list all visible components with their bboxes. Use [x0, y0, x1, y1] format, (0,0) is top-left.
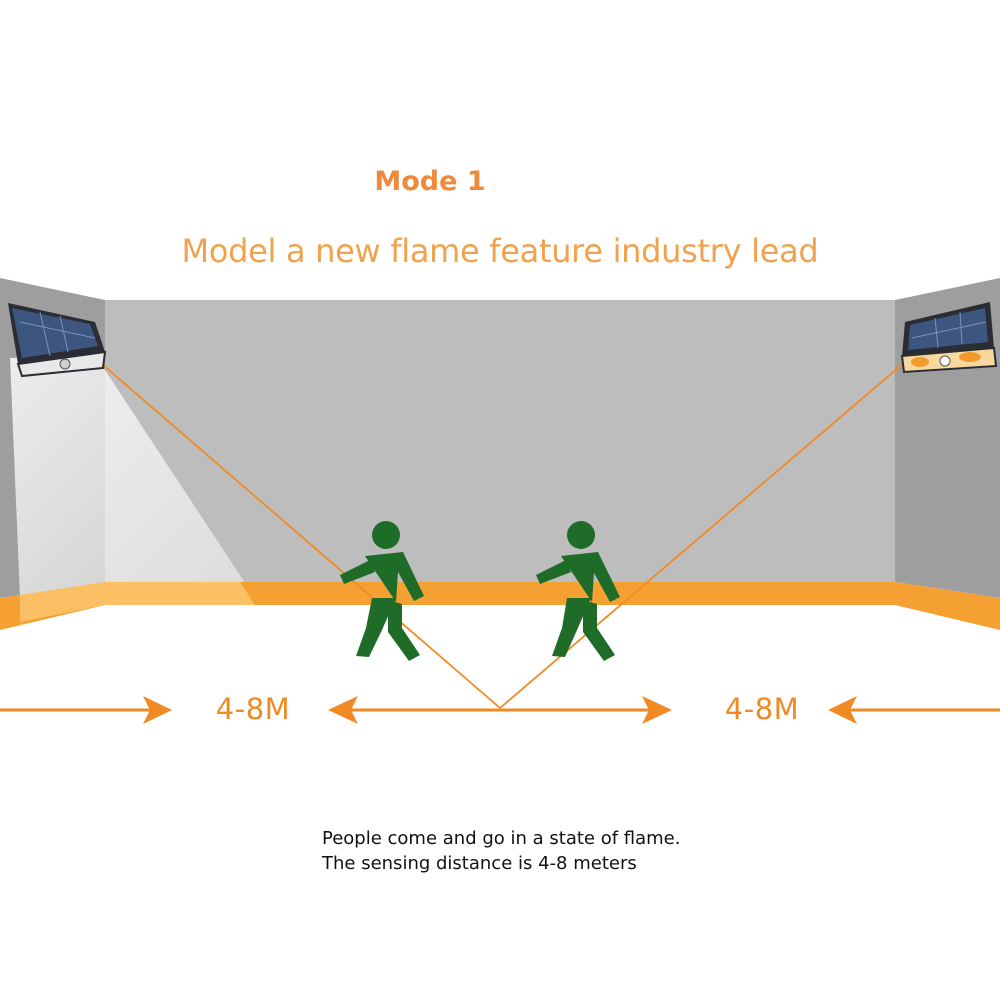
walking-person-icon	[340, 521, 424, 661]
floor-stripe-highlight	[20, 582, 255, 622]
distance-label-right: 4-8M	[724, 692, 800, 726]
headline: Model a new flame feature industry lead	[181, 232, 819, 270]
mode-title: Mode 1	[374, 166, 486, 197]
distance-label-left: 4-8M	[215, 692, 291, 726]
caption: People come and go in a state of flame. …	[322, 826, 822, 876]
solar-wall-lamp-flame-icon	[900, 302, 998, 374]
distance-arrow-left	[0, 696, 172, 724]
walking-person-icon	[536, 521, 620, 661]
distance-arrow-double	[328, 696, 672, 724]
solar-wall-lamp-icon	[8, 303, 107, 378]
back-wall	[105, 300, 895, 582]
sensor-line-left	[94, 357, 501, 709]
caption-line-1: People come and go in a state of flame.	[322, 828, 681, 849]
light-beam	[10, 355, 255, 598]
distance-arrow-right	[828, 696, 1000, 724]
floor-stripe	[0, 582, 1000, 630]
caption-line-2: The sensing distance is 4-8 meters	[322, 853, 637, 874]
